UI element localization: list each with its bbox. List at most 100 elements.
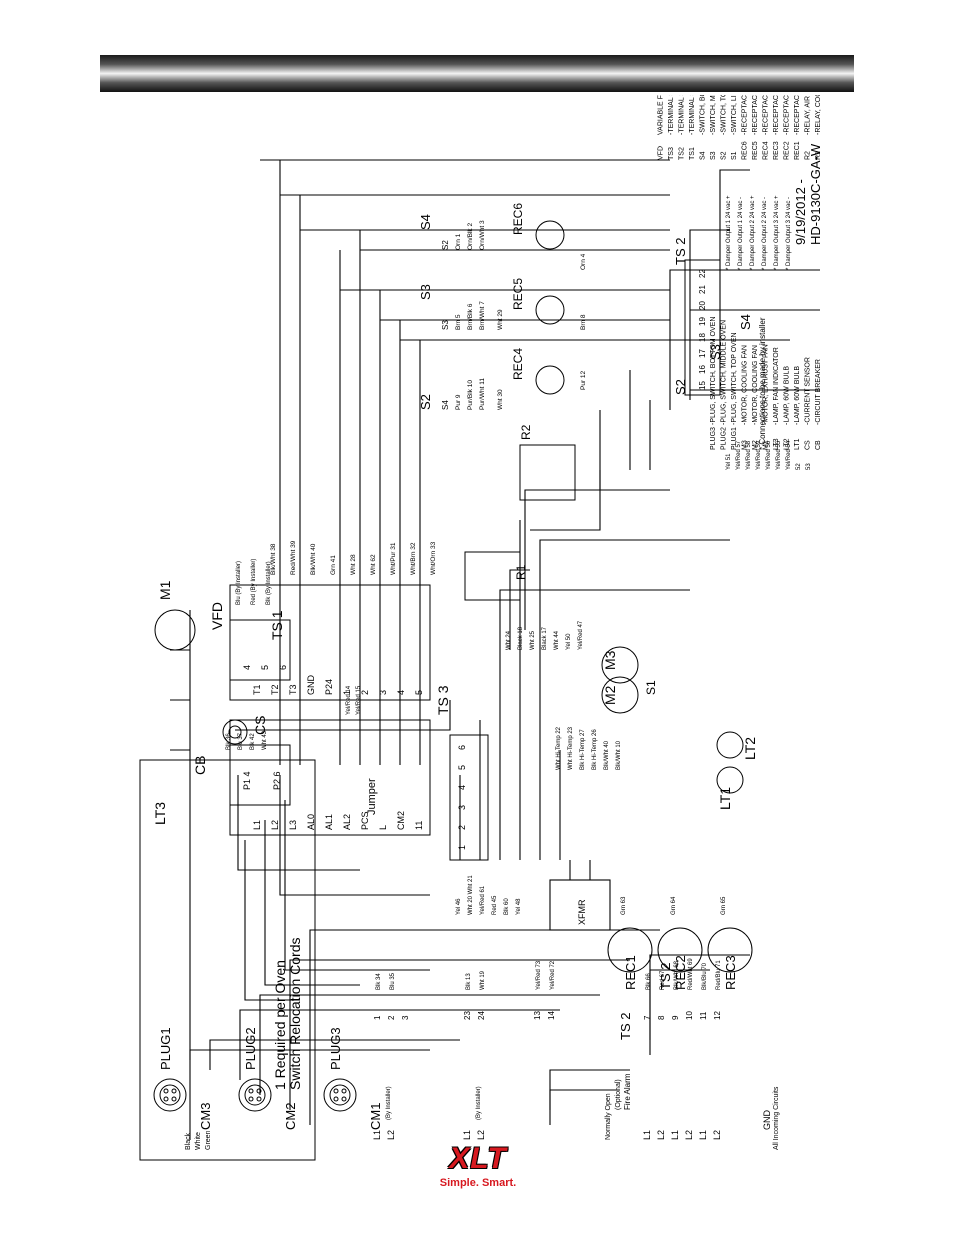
- legend-code: TS2: [679, 147, 686, 160]
- legend-description: -MOTOR, EXHAUST FAN: [763, 344, 770, 425]
- plug1-label: PLUG1: [158, 1027, 173, 1070]
- lamp-wire: Blk Hi-Temp 27: [580, 729, 586, 770]
- legend-code: REC5: [752, 141, 759, 160]
- rec-wire: Orn 4: [580, 253, 587, 270]
- m3-label: M3: [602, 650, 618, 670]
- fan-wire: Black 17: [542, 626, 548, 650]
- cm1-label: CM1: [368, 1103, 383, 1130]
- legend-code: REC6: [742, 141, 749, 160]
- fan-wire: Wht 25: [530, 630, 536, 650]
- ts2-right-terminal: 22: [698, 269, 707, 278]
- ts2-right-terminal: 15: [698, 381, 707, 390]
- cb-wire: Blk 42: [250, 733, 256, 750]
- ts2-right-terminal: 20: [698, 301, 707, 310]
- ts2-input-terminal: 24: [477, 1011, 486, 1020]
- ts3-wire: Red 45: [492, 895, 498, 915]
- ts1-top-terminal: 6: [278, 665, 288, 670]
- ts1-lower-wire: Blk/Blu 70: [702, 962, 708, 990]
- legend-description: -PLUG, SWITCH, TOP OVEN: [731, 332, 738, 425]
- cb-wire: Blk 36: [226, 733, 232, 750]
- m2-motor: [601, 676, 639, 714]
- rec3: [707, 927, 753, 973]
- ts2-right-terminal: 16: [698, 365, 707, 374]
- damper-label: * Damper Output 3 24 vac -: [786, 197, 792, 270]
- cb-label: CB: [192, 756, 208, 775]
- legend-description: -RECEPTACLE, POWER, TOP OVEN: [794, 95, 801, 135]
- cb-wire: Wht 43: [262, 730, 268, 750]
- ts3-label: TS 3: [435, 685, 451, 715]
- vfd-output-wire: Wht 62: [370, 554, 377, 575]
- ts1-lower-terminal: 9: [671, 1015, 680, 1020]
- switch-bus-wire: Wht 30: [497, 389, 504, 410]
- ts3-terminal: 5: [457, 765, 467, 770]
- damper-label: * Damper Output 2 24 vac -: [762, 197, 768, 270]
- vfd-output-wire: Grn 41: [330, 555, 337, 575]
- damper-label: * Damper Output 2 24 vac +: [750, 195, 756, 270]
- wiring-schematic: CBCSLT1LT2LT3M1M2M3PLUG1PLUG2PLUG3R1R2RE…: [139, 15, 823, 1161]
- ts2-right-terminal: 21: [698, 285, 707, 294]
- legend-codes: CBCSLT1LT2LT3M1M2M3PLUG1PLUG2PLUG3R1R2RE…: [658, 141, 823, 450]
- ts1-lower-terminal: 7: [643, 1015, 652, 1020]
- rec4-label: REC4: [511, 348, 525, 380]
- rec5-label: REC5: [511, 278, 525, 310]
- ts1-lower-terminal: 11: [699, 1011, 708, 1020]
- damper-wire: Yel/Red 57: [736, 440, 742, 470]
- r1-relay: [464, 551, 521, 601]
- plug3-label: PLUG3: [328, 1027, 343, 1070]
- ts3-wire: Yel/Red 61: [480, 885, 486, 915]
- s2-damper-label: S2: [673, 379, 688, 395]
- rec-ground-wire: Grn 64: [671, 896, 677, 915]
- fire-alarm-wire: Yel/Red 72: [550, 960, 556, 990]
- legend-code: M2: [752, 440, 759, 450]
- ts2-input-label: TS 2: [658, 963, 673, 990]
- cm3-label: CM3: [198, 1103, 213, 1130]
- damper-wire: Yel/Red 59: [756, 440, 762, 470]
- cord-wire-white: White: [195, 1132, 202, 1150]
- legend-code: PLUG2: [721, 427, 728, 450]
- s2-label: S2: [418, 394, 433, 410]
- m1-label: M1: [157, 580, 173, 600]
- legend-code: R2: [805, 151, 812, 160]
- legend-description: -TERMINAL STRIP: [689, 95, 696, 135]
- switch-wire: Pur/Wht 11: [479, 378, 486, 410]
- lt3-label: LT3: [152, 802, 168, 825]
- by-installer: (By Installer): [476, 1086, 482, 1120]
- ts1-lower-terminal: 8: [657, 1015, 666, 1020]
- legend-code: CB: [815, 440, 822, 450]
- legend-description: -LAMP, 60W BULB: [794, 366, 801, 425]
- vfd-output-terminal: 1: [342, 690, 352, 695]
- damper-label: * Damper Output 3 24 vac +: [774, 195, 780, 270]
- legend-description: -PLUG, SWITCH, BOTTOM OVEN: [710, 317, 717, 425]
- ts3-wire: Blk 60: [504, 898, 510, 915]
- legend-code: VFD: [658, 146, 665, 160]
- switch-wire: Pur 9: [455, 394, 462, 410]
- ts1-input-wire: Blu 35: [390, 972, 396, 990]
- legend-code: PLUG3: [710, 427, 717, 450]
- fire-alarm-terminal: 13: [533, 1011, 542, 1020]
- vfd-output-wire: Wht/Brn 32: [410, 542, 417, 575]
- jumper-label: Jumper: [366, 778, 378, 815]
- ts2-input-wire: Wht 19: [480, 970, 486, 990]
- plug2-label: PLUG2: [243, 1027, 258, 1070]
- ts3-terminal: 3: [457, 805, 467, 810]
- m3-motor: [601, 646, 639, 684]
- legend-code: REC1: [794, 141, 801, 160]
- fire-alarm-ts: TS 2: [618, 1013, 633, 1040]
- vfd-output-terminal: 4: [396, 690, 406, 695]
- rec-wire: Brn 8: [580, 314, 587, 330]
- installer-note: * Connections to be made by installer: [758, 317, 767, 450]
- legend-description: -SWITCH, MIDDLE OVEN: [710, 95, 717, 135]
- cs-wire: Yel/Red 15: [356, 685, 362, 715]
- rec4: [535, 365, 565, 395]
- vfd-output-wire: Blk/Wht 38: [270, 543, 277, 575]
- ts1-lower-wire: Red 67: [660, 970, 666, 990]
- legend-code: S2: [721, 151, 728, 160]
- r1-label: R1: [514, 564, 528, 580]
- ts1-input-terminal: 1: [373, 1015, 382, 1020]
- legend-description: -CIRCUIT BREAKER: [815, 359, 822, 425]
- damper-wire: Yel/Red 54: [786, 440, 792, 470]
- rec6: [535, 220, 565, 250]
- switch-wire: Orn/Blk 2: [467, 223, 474, 250]
- legend-description: -RELAY, COOLING FANS: [815, 95, 822, 135]
